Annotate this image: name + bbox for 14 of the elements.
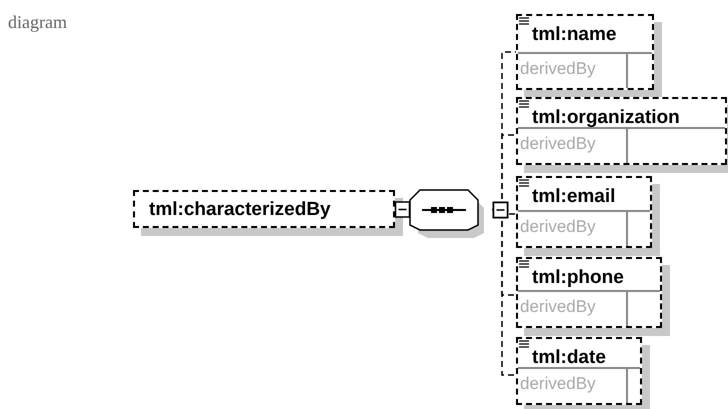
element-name: tml:name — [532, 24, 616, 46]
attribute-label: derivedBy — [520, 134, 596, 154]
element-name: tml:date — [532, 347, 606, 369]
element-name: tml:phone — [532, 267, 624, 289]
attribute-label: derivedBy — [520, 59, 596, 79]
element-name: tml:characterizedBy — [149, 199, 331, 221]
element-name: tml:organization — [532, 107, 680, 129]
attribute-label: derivedBy — [520, 297, 596, 317]
attribute-label: derivedBy — [520, 374, 596, 394]
connector-line — [492, 202, 516, 376]
diagram-label: diagram — [8, 12, 67, 33]
attribute-label: derivedBy — [520, 217, 596, 237]
element-name: tml:email — [532, 186, 616, 208]
connector-line — [394, 201, 410, 218]
